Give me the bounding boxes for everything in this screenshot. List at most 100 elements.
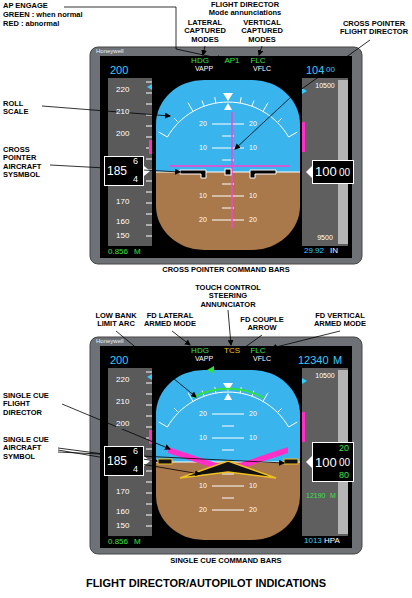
drawing-part bbox=[272, 331, 340, 348]
speed-tape-number: 200 bbox=[116, 130, 129, 139]
baro-setting: IN bbox=[330, 247, 338, 256]
speed-tape-number: 200 bbox=[116, 420, 129, 429]
altitude-tape-number: 10500 bbox=[315, 372, 334, 380]
pitch-number: 10 bbox=[199, 434, 207, 442]
drawing-part bbox=[235, 40, 370, 149]
readout-text: 00 bbox=[339, 167, 350, 178]
callout-label: LATERAL CAPTURED MODES bbox=[180, 19, 230, 44]
pitch-number: 20 bbox=[199, 506, 207, 514]
metric-altitude: M bbox=[330, 492, 336, 500]
readout-text: Honeywell bbox=[96, 48, 124, 55]
display-bezel: Honeywell 61854 10000 bbox=[90, 47, 362, 264]
callout-label: SINGLE CUE AIRCRAFT SYMBOL bbox=[3, 436, 58, 461]
drawing-part bbox=[250, 170, 276, 178]
low-bank-limit-arc bbox=[193, 389, 263, 398]
mode-annunciation: VAPP bbox=[195, 355, 213, 363]
speed-tape-number: 150 bbox=[116, 522, 129, 531]
speed-tape-number: 160 bbox=[116, 218, 129, 227]
speed-tape-number: 210 bbox=[116, 108, 129, 117]
readout-text: Honeywell bbox=[96, 338, 124, 345]
mode-annunciation: TCS bbox=[224, 347, 240, 356]
figure-subcaption: SINGLE CUE COMMAND BARS bbox=[170, 557, 281, 565]
selected-speed: 200 bbox=[110, 354, 128, 366]
callout-label: FLIGHT DIRECTOR Mode annunciations bbox=[203, 1, 288, 18]
figure-subcaption: CROSS POINTER COMMAND BARS bbox=[162, 266, 290, 274]
drawing-part bbox=[172, 331, 190, 345]
pitch-number: 10 bbox=[199, 482, 207, 490]
callout-label: TOUCH CONTROL STEERING ANNUNCIATOR bbox=[183, 284, 273, 309]
readout-text: 4 bbox=[133, 175, 138, 185]
speed-tape-number: 220 bbox=[116, 376, 129, 385]
callout-label: RED : abnormal bbox=[3, 20, 59, 28]
readout-text: 00 bbox=[339, 457, 350, 468]
pitch-number: 10 bbox=[249, 482, 257, 490]
baro-setting: HPA bbox=[324, 537, 340, 546]
altitude-tape-number: 10500 bbox=[315, 82, 334, 90]
selected-altitude: M bbox=[333, 354, 342, 366]
mach-readout: 0.856 bbox=[108, 248, 128, 257]
readout-text: 100 bbox=[315, 456, 337, 470]
pitch-number: 20 bbox=[249, 216, 257, 224]
display-bezel: Honeywell61854201000080 bbox=[90, 337, 362, 554]
bottom-display bbox=[90, 337, 362, 554]
leader-lines bbox=[42, 7, 370, 474]
pitch-number: 20 bbox=[199, 216, 207, 224]
mode-annunciation: VFLC bbox=[253, 355, 271, 363]
pitch-number: 10 bbox=[249, 192, 257, 200]
cross-pointer-bars bbox=[170, 112, 290, 228]
altitude-readout: 2010000 80 bbox=[312, 442, 354, 482]
pitch-number: 20 bbox=[249, 506, 257, 514]
readout-text: 6 bbox=[133, 157, 138, 167]
drawing-part bbox=[170, 165, 290, 167]
callout-label: VERTICAL CAPTURED MODES bbox=[237, 19, 287, 44]
callout-label: CROSS POINTER AIRCRAFT SYSMBOL bbox=[3, 146, 53, 179]
readout-text: 20 bbox=[339, 444, 349, 454]
callout-label: GREEN : when normal bbox=[3, 11, 83, 19]
drawing-part bbox=[42, 106, 170, 116]
speed-tape-number: 220 bbox=[116, 86, 129, 95]
callout-label: CROSS POINTER FLIGHT DIRECTOR bbox=[339, 20, 409, 37]
single-cue-right-bar bbox=[284, 459, 298, 464]
pitch-number: 10 bbox=[199, 192, 207, 200]
mach-readout: M bbox=[134, 248, 141, 257]
altitude-tape-number: 9500 bbox=[317, 234, 333, 242]
callout-label: SINGLE CUE FLIGHT DIRECTOR bbox=[3, 392, 58, 417]
pitch-number: 10 bbox=[249, 144, 257, 152]
top-display bbox=[90, 47, 362, 264]
airspeed-readout: 61854 bbox=[104, 446, 144, 476]
readout-text: 4 bbox=[133, 465, 138, 475]
fd-couple-arrow bbox=[207, 366, 214, 374]
single-cue-aircraft-delta bbox=[180, 461, 276, 478]
airspeed-readout: 61854 bbox=[104, 156, 144, 186]
baro-setting: 1013 bbox=[304, 537, 322, 546]
pitch-number: 10 bbox=[249, 434, 257, 442]
mode-annunciation: AP1 bbox=[224, 57, 239, 66]
drawing-part bbox=[225, 169, 231, 175]
drawing-part bbox=[58, 452, 284, 463]
callout-label: FD VERTICAL ARMED MODE bbox=[310, 312, 370, 329]
speed-tape-number: 210 bbox=[116, 398, 129, 407]
pitch-number: 10 bbox=[199, 144, 207, 152]
cross-pointer-aircraft-symbol bbox=[180, 169, 276, 178]
mode-annunciation: VFLC bbox=[253, 65, 271, 73]
mach-readout: 0.856 bbox=[108, 538, 128, 547]
callout-label: AP ENGAGE bbox=[3, 2, 48, 10]
callout-label: FD LATERAL ARMED MODE bbox=[143, 312, 198, 329]
drawing-part bbox=[228, 310, 231, 345]
pitch-number: 20 bbox=[199, 120, 207, 128]
speed-tape-number: 170 bbox=[116, 198, 129, 207]
selected-altitude: 104 bbox=[306, 64, 324, 76]
baro-setting: 29.92 bbox=[304, 247, 324, 256]
callout-label: LOW BANK LIMIT ARC bbox=[91, 312, 141, 329]
readout-text: 80 bbox=[339, 471, 349, 481]
callout-label: FD COUPLE ARROW bbox=[237, 316, 287, 333]
pitch-number: 20 bbox=[199, 410, 207, 418]
drawing-part bbox=[62, 404, 170, 449]
callout-label: ROLL SCALE bbox=[3, 100, 43, 117]
readout-text: 6 bbox=[133, 447, 138, 457]
speed-tape-number: 170 bbox=[116, 488, 129, 497]
selected-speed: 200 bbox=[110, 64, 128, 76]
metric-altitude: 12190 bbox=[306, 492, 325, 500]
drawing-part bbox=[259, 46, 262, 55]
readout-text: 100 bbox=[315, 165, 337, 179]
